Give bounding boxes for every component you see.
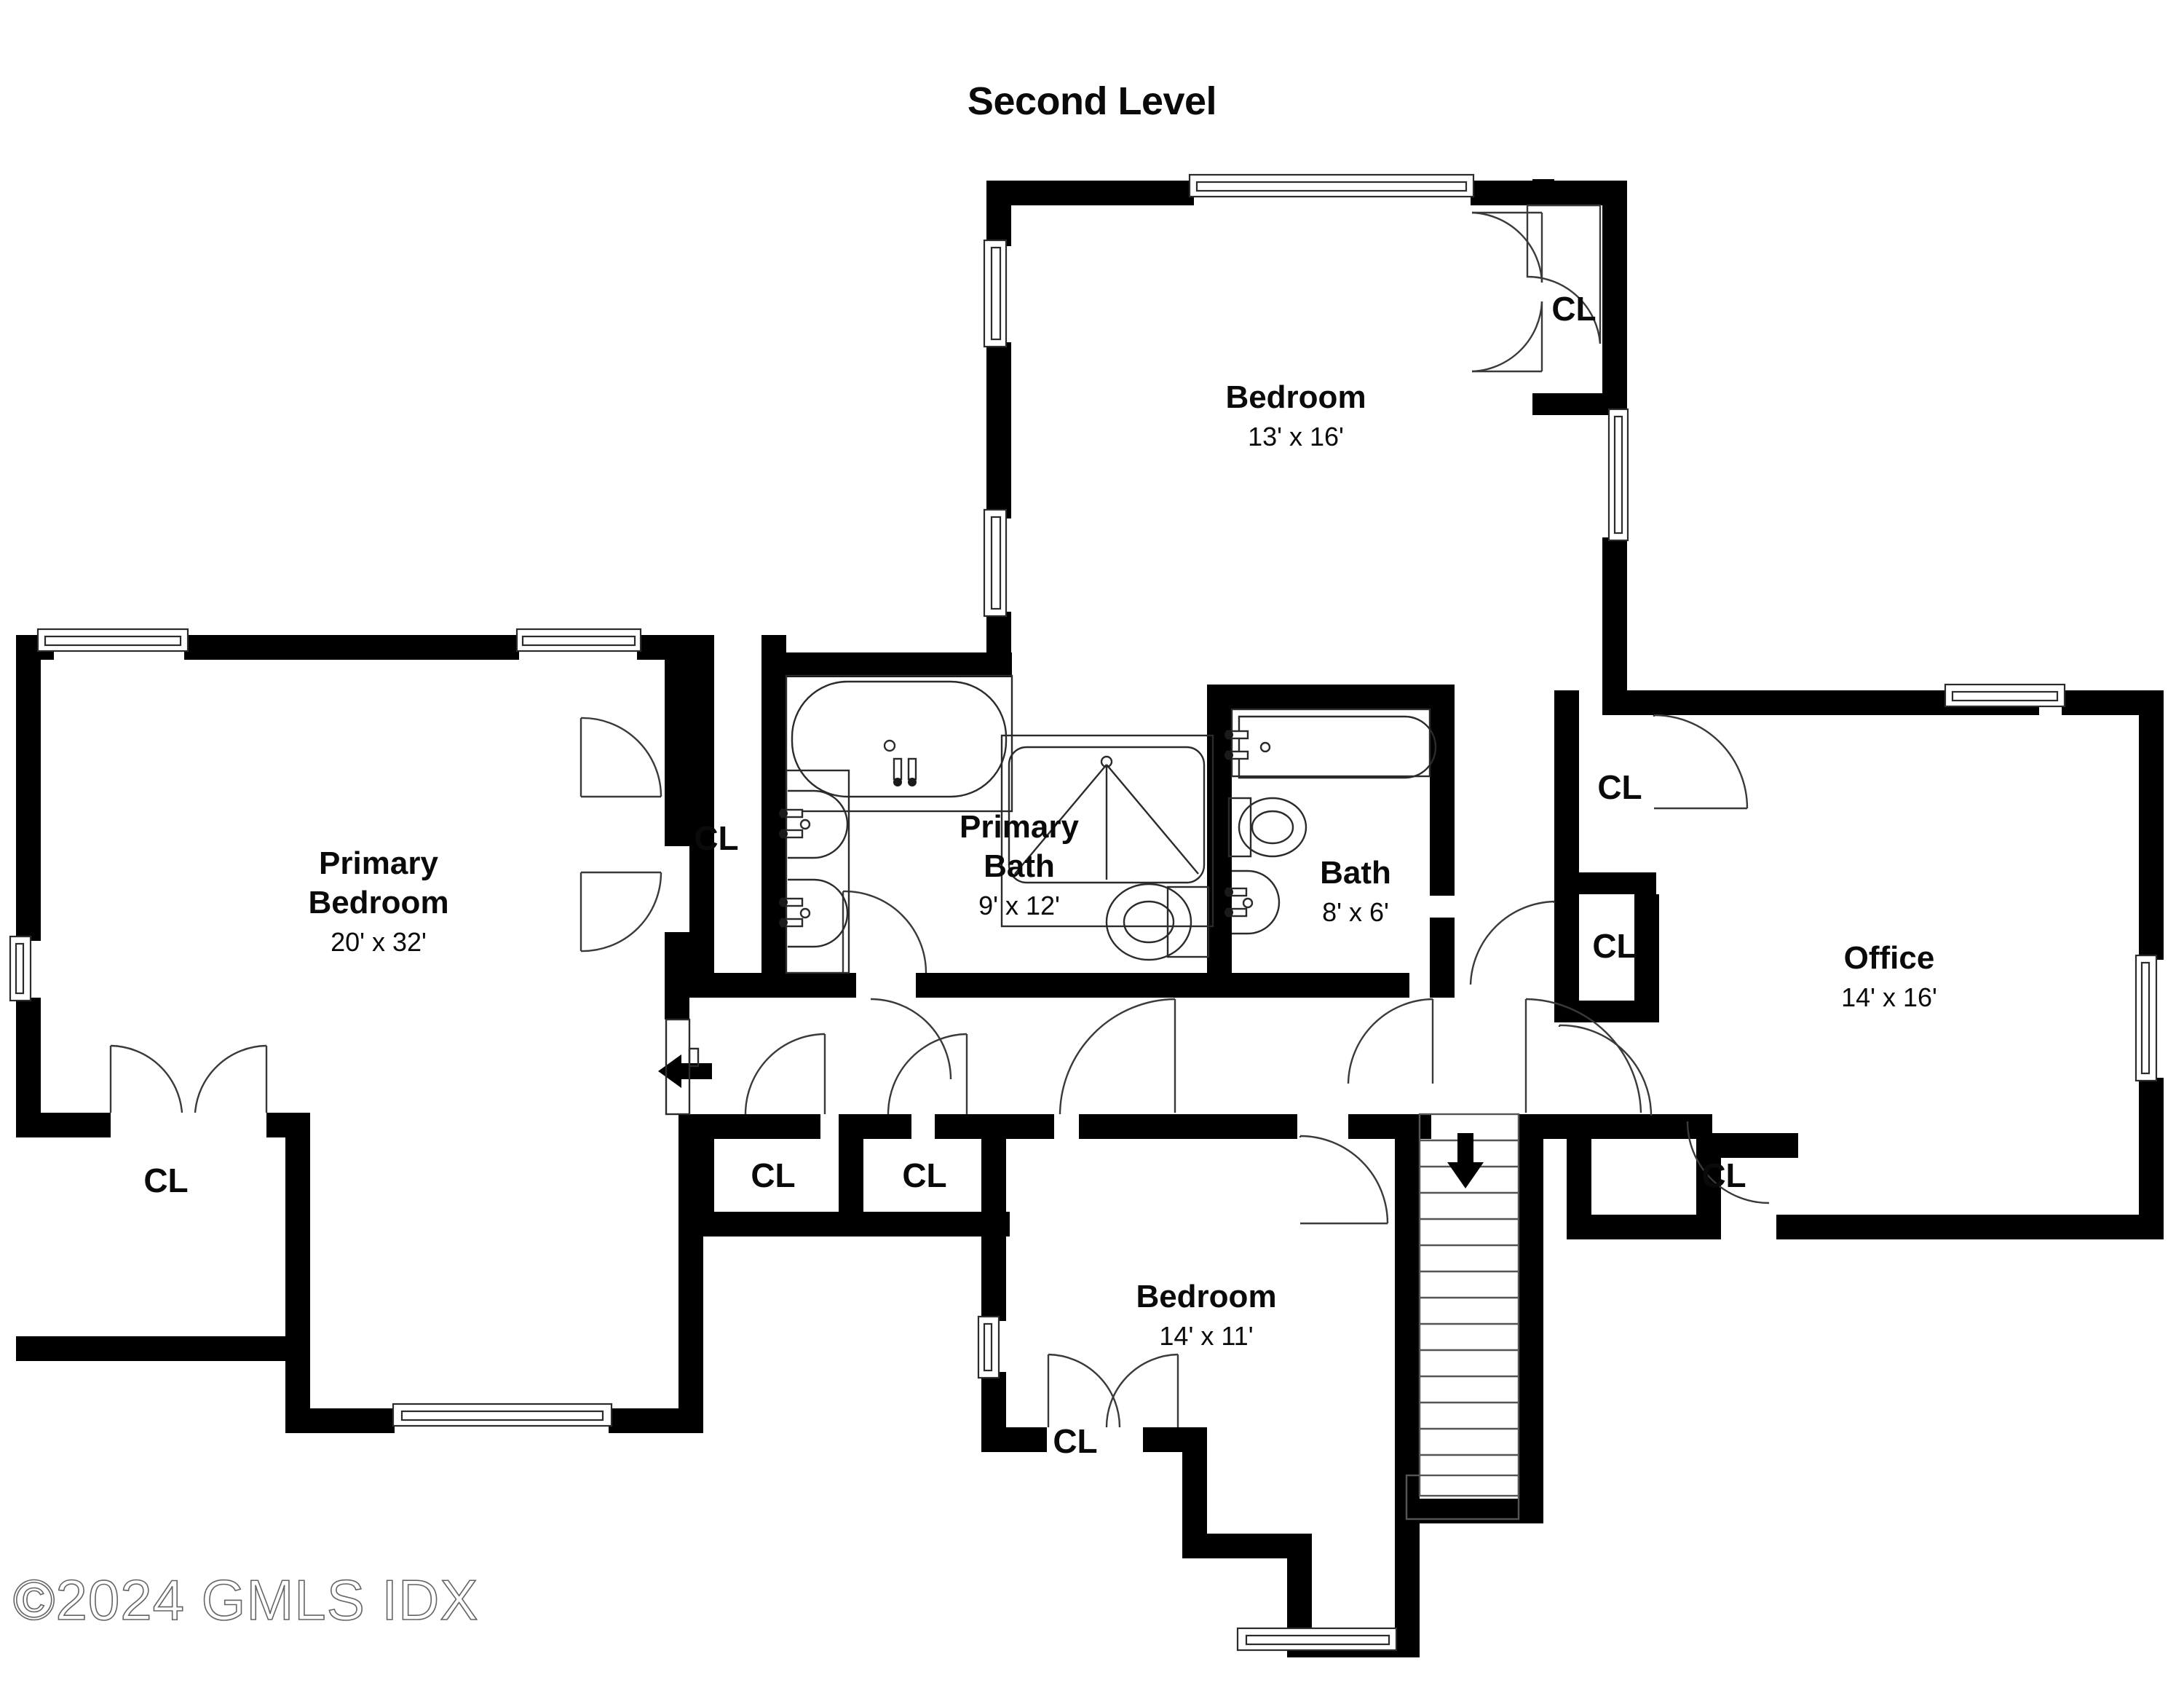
room-name-bath: Bath [1320, 855, 1391, 891]
wall-group-top-bedroom [986, 179, 1627, 690]
bath-fixtures [1224, 708, 1437, 935]
primary-bath-fixtures [779, 674, 1214, 974]
window-group [9, 173, 2158, 1652]
wall-group-lower-bedroom [981, 1114, 1519, 1657]
hall-left-arrow [658, 1054, 712, 1088]
room-name-bedroom-lower: Bedroom [1136, 1279, 1276, 1314]
closet-label-hall-right: CL [902, 1156, 946, 1194]
closet-label-office-mid: CL [1592, 927, 1637, 965]
room-name-office: Office [1844, 940, 1935, 976]
room-dim-bath: 8' x 6' [1322, 897, 1389, 927]
wall-group-primary-bedroom [16, 635, 703, 1433]
stair-down-arrow [1447, 1133, 1484, 1188]
room-dim-primary-bath: 9' x 12' [978, 891, 1060, 920]
closet-label-bedroom-top: CL [1551, 290, 1596, 328]
closet-label-primary-bedroom: CL [694, 819, 738, 857]
room-name-bedroom-top: Bedroom [1225, 379, 1366, 415]
closet-label-group: CL CL CL CL CL CL CL CL CL [143, 290, 1746, 1460]
room-name-primary-bath-line2: Bath [984, 848, 1055, 884]
room-name-primary-bedroom-line1: Primary [319, 845, 438, 881]
closet-label-primary-lower: CL [143, 1162, 188, 1199]
closet-label-office-lower: CL [1701, 1156, 1746, 1194]
room-dim-office: 14' x 16' [1841, 982, 1937, 1012]
page-title: Second Level [967, 79, 1217, 123]
wall-group-hallway [689, 1114, 1022, 1237]
room-dim-bedroom-top: 13' x 16' [1248, 422, 1344, 451]
staircase [1405, 1113, 1520, 1521]
doorway-jambs [665, 1018, 700, 1116]
wall-group-stairs [1395, 1114, 1606, 1523]
closet-label-office-upper: CL [1597, 768, 1642, 806]
closet-label-hall-left: CL [751, 1156, 795, 1194]
wall-group-primary-bath [665, 635, 1207, 998]
door-swing-group [109, 204, 1770, 1428]
closet-label-bedroom-lower: CL [1053, 1422, 1097, 1460]
room-dim-primary-bedroom: 20' x 32' [331, 927, 427, 957]
wall-group-bath [1207, 685, 1455, 998]
room-name-primary-bedroom-line2: Bedroom [308, 885, 448, 920]
room-name-primary-bath-line1: Primary [960, 809, 1079, 845]
room-dim-bedroom-lower: 14' x 11' [1159, 1321, 1253, 1351]
copyright-watermark: ©2024 GMLS IDX [12, 1567, 479, 1633]
room-label-group: Bedroom 13' x 16' Primary Bedroom 20' x … [308, 379, 1936, 1351]
